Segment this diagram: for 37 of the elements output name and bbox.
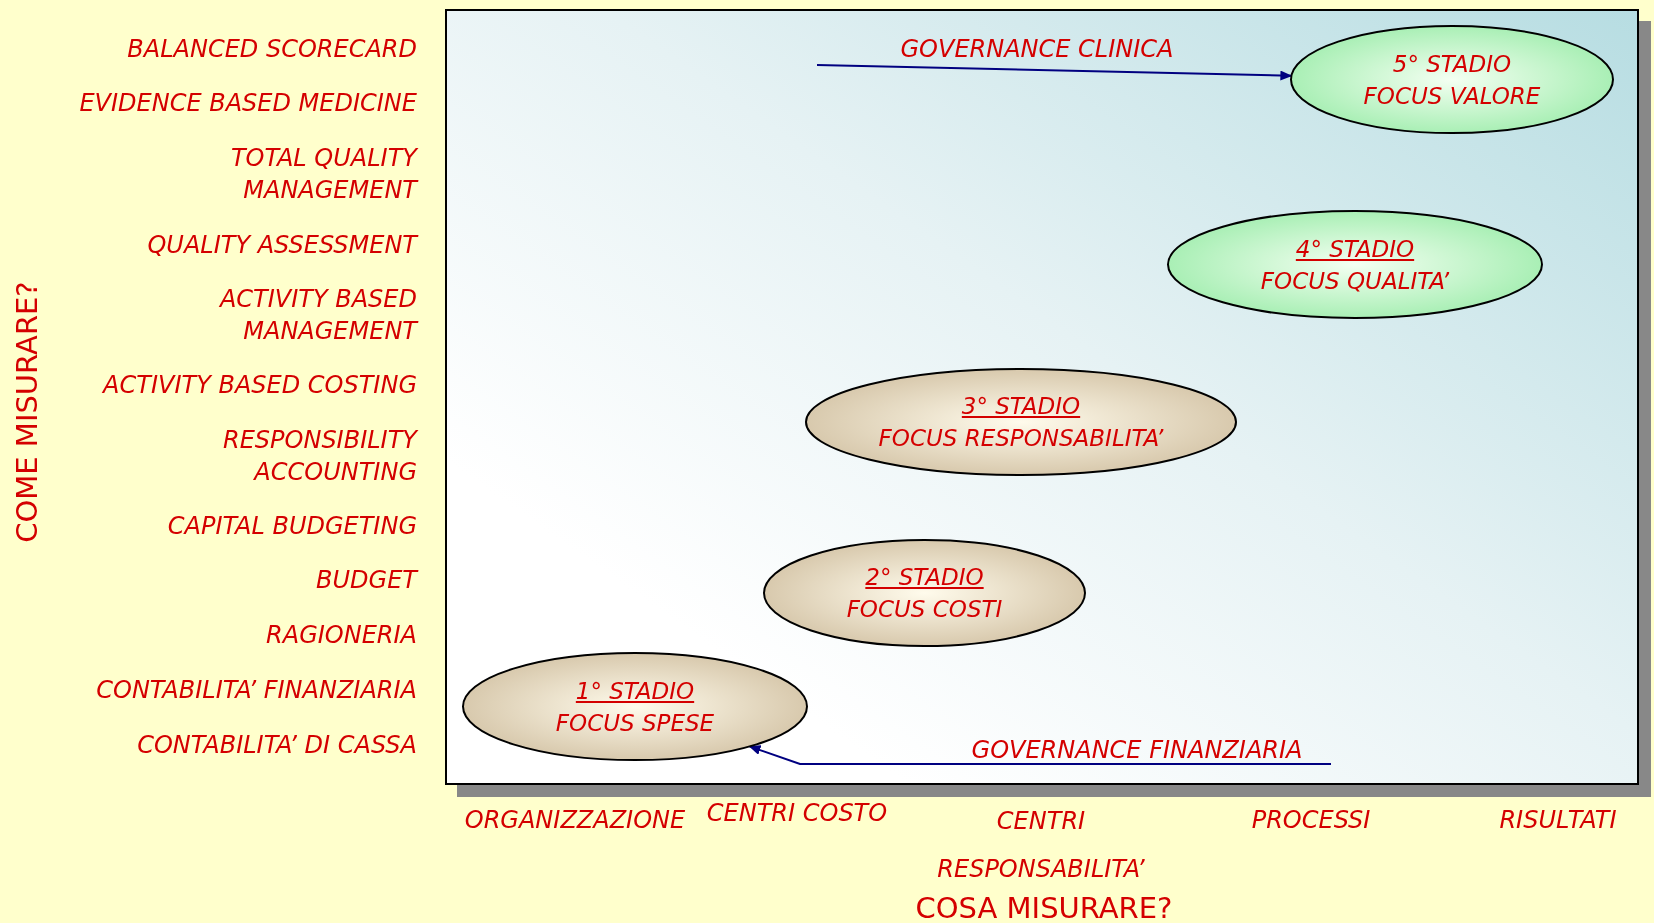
method-label: QUALITY ASSESSMENT	[146, 230, 417, 261]
stage-label: FOCUS VALORE	[1363, 81, 1541, 111]
arrow	[748, 745, 1332, 765]
axis-title: COME MISURARE?	[10, 281, 44, 543]
stage-label: FOCUS COSTI	[846, 595, 1003, 624]
stage-ellipse	[461, 651, 809, 762]
method-label: BUDGET	[315, 565, 417, 596]
method-label: BALANCED SCORECARD	[126, 34, 417, 65]
stage-ellipse	[762, 538, 1087, 648]
method-label: CONTABILITA’ DI CASSA	[136, 730, 417, 761]
method-label: EVIDENCE BASED MEDICINE	[78, 88, 417, 119]
stage-title: 4° STADIO	[1295, 234, 1415, 264]
stage-label: FOCUS QUALITA’	[1260, 266, 1450, 296]
edge-label: GOVERNANCE CLINICA	[900, 35, 1174, 63]
stage-label: FOCUS SPESE	[555, 708, 715, 738]
axis-category-label: CENTRI RESPONSABILITA’	[936, 806, 1146, 885]
method-label: RAGIONERIA	[265, 620, 417, 651]
stage-ellipse	[1289, 24, 1615, 135]
edge-label: GOVERNANCE FINANZIARIA	[971, 736, 1303, 764]
stage-title: 2° STADIO	[865, 563, 984, 592]
method-label: CONTABILITA’ FINANZIARIA	[95, 675, 417, 706]
axis-category-label: ORGANIZZAZIONE	[463, 805, 687, 836]
axis-category-label: PROCESSI	[1250, 805, 1372, 836]
method-label: ACTIVITY BASED MANAGEMENT	[218, 284, 417, 347]
stage-ellipse	[804, 367, 1238, 477]
stage-title: 5° STADIO	[1392, 49, 1512, 79]
method-label: ACTIVITY BASED COSTING	[101, 370, 417, 401]
stage-label: FOCUS RESPONSABILITA’	[878, 424, 1164, 453]
stage-ellipse	[1166, 209, 1544, 320]
axis-category-label: CENTRI COSTO	[705, 798, 889, 829]
method-label: CAPITAL BUDGETING	[166, 511, 417, 542]
method-label: RESPONSIBILITY ACCOUNTING	[222, 425, 417, 488]
method-label: TOTAL QUALITY MANAGEMENT	[229, 143, 417, 206]
stage-title: 1° STADIO	[575, 676, 695, 706]
axis-category-label: RISULTATI	[1498, 805, 1618, 836]
axis-title: COSA MISURARE?	[915, 891, 1173, 923]
stage-title: 3° STADIO	[961, 392, 1081, 421]
